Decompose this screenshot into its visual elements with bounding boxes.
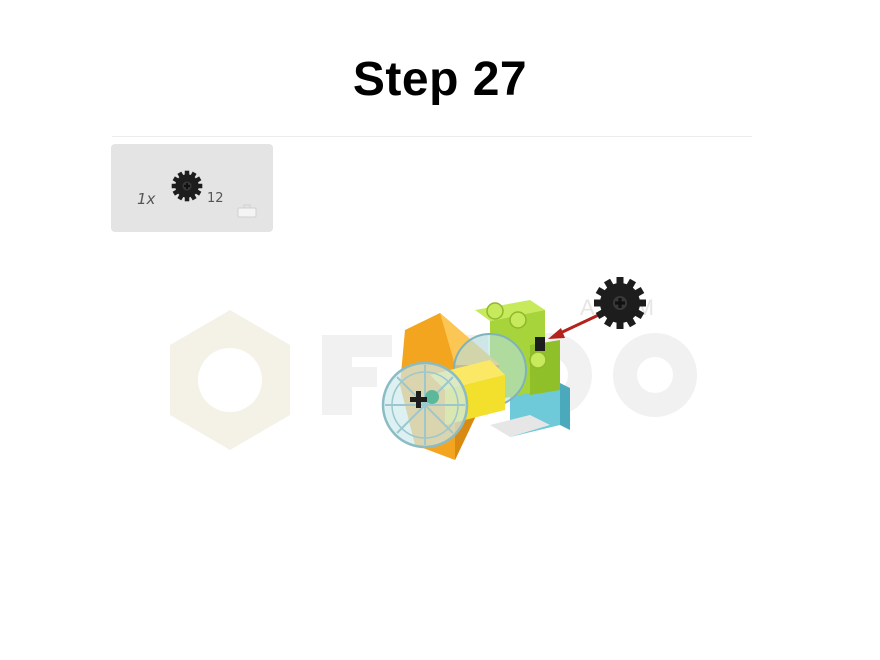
step-title: Step 27 xyxy=(352,53,528,106)
parts-list: 1x 12 xyxy=(111,144,273,232)
model-illustration xyxy=(381,277,646,460)
part-quantity: 1x xyxy=(137,190,156,208)
part-size-label: 12 xyxy=(207,191,224,206)
divider xyxy=(112,136,752,137)
gear-12-tooth-icon xyxy=(171,170,203,202)
toolbox-icon xyxy=(237,204,257,218)
